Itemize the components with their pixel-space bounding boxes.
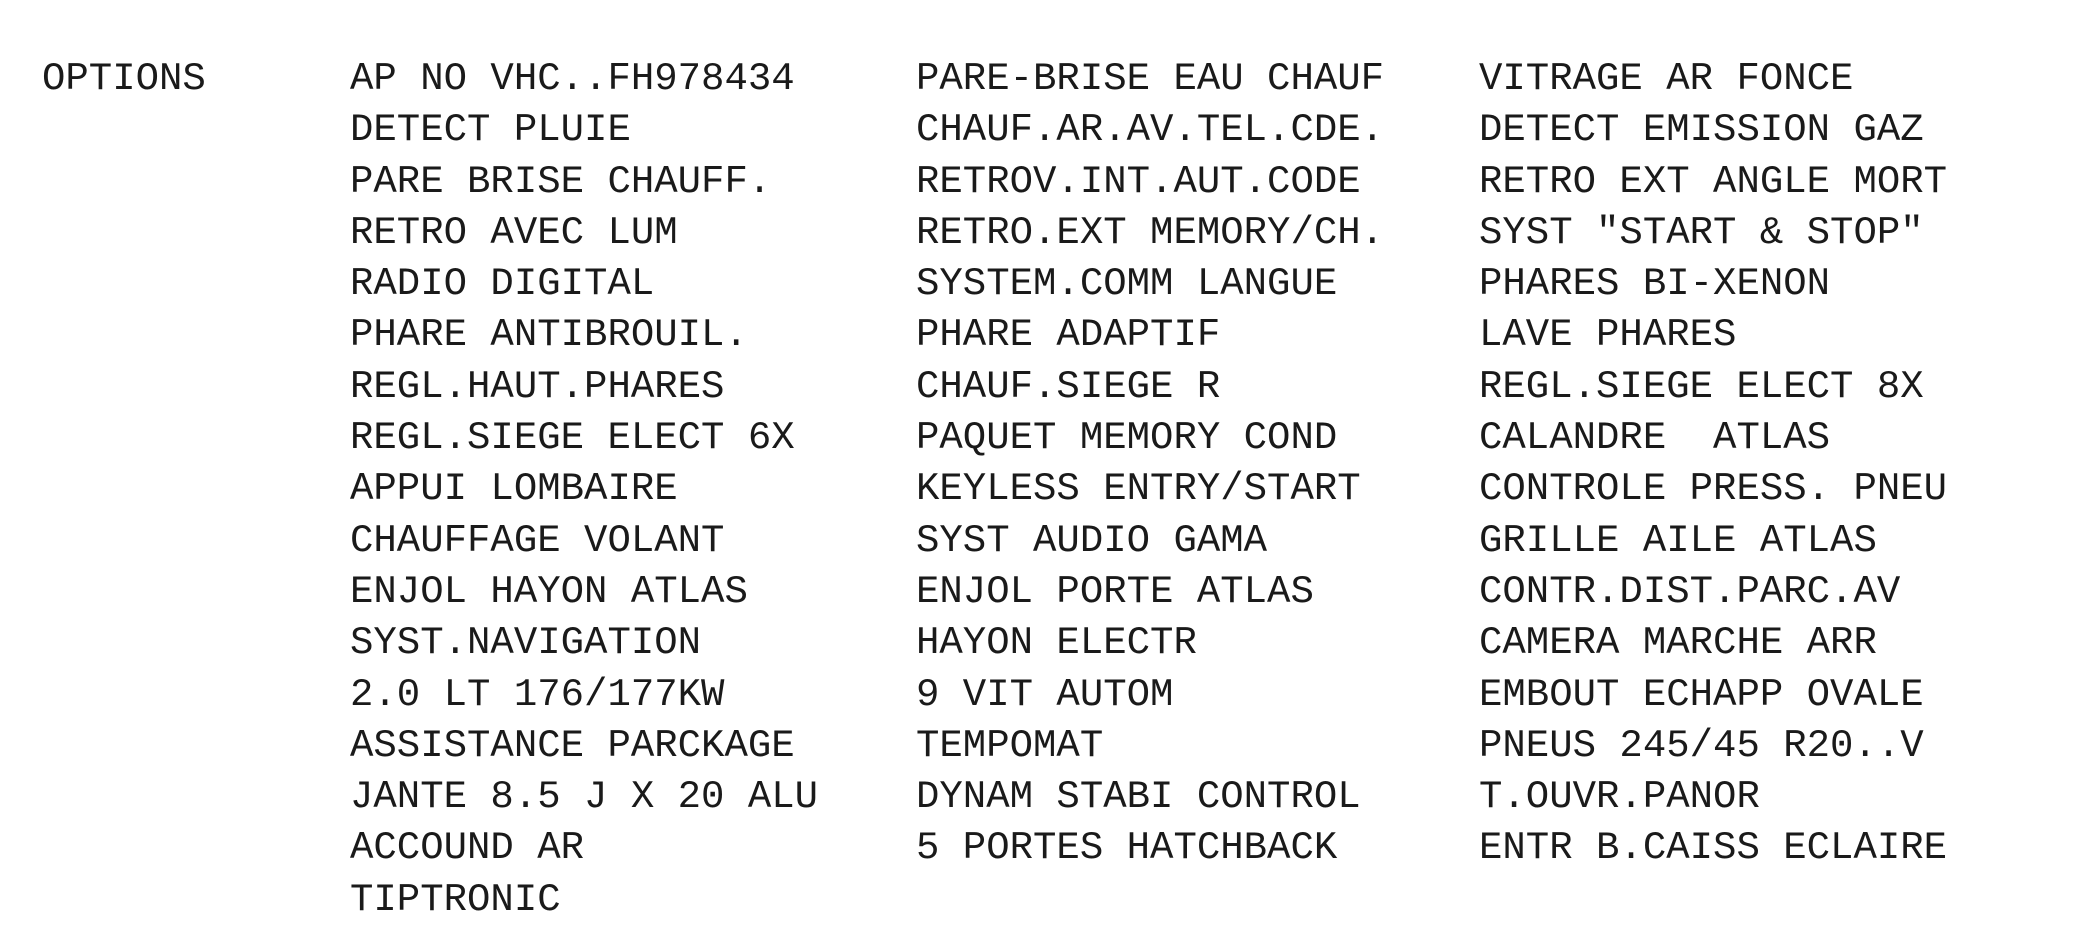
option-item: TEMPOMAT <box>916 723 1104 768</box>
option-item: RETRO AVEC LUM <box>350 210 678 255</box>
option-item: EMBOUT ECHAPP OVALE <box>1479 672 1924 717</box>
option-item: SYST AUDIO GAMA <box>916 518 1268 563</box>
option-item: PARE-BRISE EAU CHAUF <box>916 57 1385 101</box>
option-item: KEYLESS ENTRY/START <box>916 467 1361 512</box>
option-item: T.OUVR.PANOR <box>1479 775 1760 820</box>
option-item: PARE BRISE CHAUFF. <box>350 159 772 204</box>
option-item: CONTR.DIST.PARC.AV <box>1479 569 1901 614</box>
option-item: LAVE PHARES <box>1479 313 1737 358</box>
option-item: ENTR B.CAISS ECLAIRE <box>1479 826 1948 871</box>
option-item: DETECT EMISSION GAZ <box>1479 108 1924 153</box>
option-item: SYST.NAVIGATION <box>350 621 702 666</box>
option-item: CAMERA MARCHE ARR <box>1479 621 1877 666</box>
option-item: REGL.SIEGE ELECT 8X <box>1479 364 1924 409</box>
option-item: RADIO DIGITAL <box>350 262 655 307</box>
option-item: SYSTEM.COMM LANGUE <box>916 262 1338 307</box>
option-item: CHAUF.AR.AV.TEL.CDE. <box>916 108 1385 153</box>
option-item: RETRO.EXT MEMORY/CH. <box>916 210 1385 255</box>
option-item: CONTROLE PRESS. PNEU <box>1479 467 1948 512</box>
option-item: AP NO VHC..FH978434 <box>350 57 795 101</box>
option-item: JANTE 8.5 J X 20 ALU <box>350 775 819 820</box>
option-item: 2.0 LT 176/177KW <box>350 672 725 717</box>
option-item: PHARE ADAPTIF <box>916 313 1221 358</box>
option-item: VITRAGE AR FONCE <box>1479 57 1854 101</box>
option-item: REGL.HAUT.PHARES <box>350 364 725 409</box>
option-item: ACCOUND AR <box>350 826 585 871</box>
option-item: SYST "START & STOP" <box>1479 210 1924 255</box>
options-column-3: VITRAGE AR FONCE DETECT EMISSION GAZ RETRO… <box>1479 54 1947 875</box>
option-item: RETROV.INT.AUT.CODE <box>916 159 1361 204</box>
options-label: OPTIONS <box>42 57 206 101</box>
option-item: DYNAM STABI CONTROL <box>916 775 1361 820</box>
option-item: REGL.SIEGE ELECT 6X <box>350 416 795 461</box>
options-column-2: PARE-BRISE EAU CHAUF CHAUF.AR.AV.TEL.CDE.… <box>916 54 1384 875</box>
option-item: PHARE ANTIBROUIL. <box>350 313 748 358</box>
option-item: CHAUF.SIEGE R <box>916 364 1221 409</box>
option-item: 9 VIT AUTOM <box>916 672 1174 717</box>
option-item: PNEUS 245/45 R20..V <box>1479 723 1924 768</box>
option-item: 5 PORTES HATCHBACK <box>916 826 1338 871</box>
option-item: CHAUFFAGE VOLANT <box>350 518 725 563</box>
option-item: DETECT PLUIE <box>350 108 631 153</box>
option-item: RETRO EXT ANGLE MORT <box>1479 159 1948 204</box>
option-item: HAYON ELECTR <box>916 621 1197 666</box>
option-item: GRILLE AILE ATLAS <box>1479 518 1877 563</box>
option-item: CALANDRE ATLAS <box>1479 416 1831 461</box>
option-item: ENJOL PORTE ATLAS <box>916 569 1314 614</box>
option-item: PHARES BI-XENON <box>1479 262 1831 307</box>
option-item: TIPTRONIC <box>350 877 561 922</box>
option-item: ENJOL HAYON ATLAS <box>350 569 748 614</box>
option-item: PAQUET MEMORY COND <box>916 416 1338 461</box>
option-item: APPUI LOMBAIRE <box>350 467 678 512</box>
option-item: ASSISTANCE PARCKAGE <box>350 723 795 768</box>
